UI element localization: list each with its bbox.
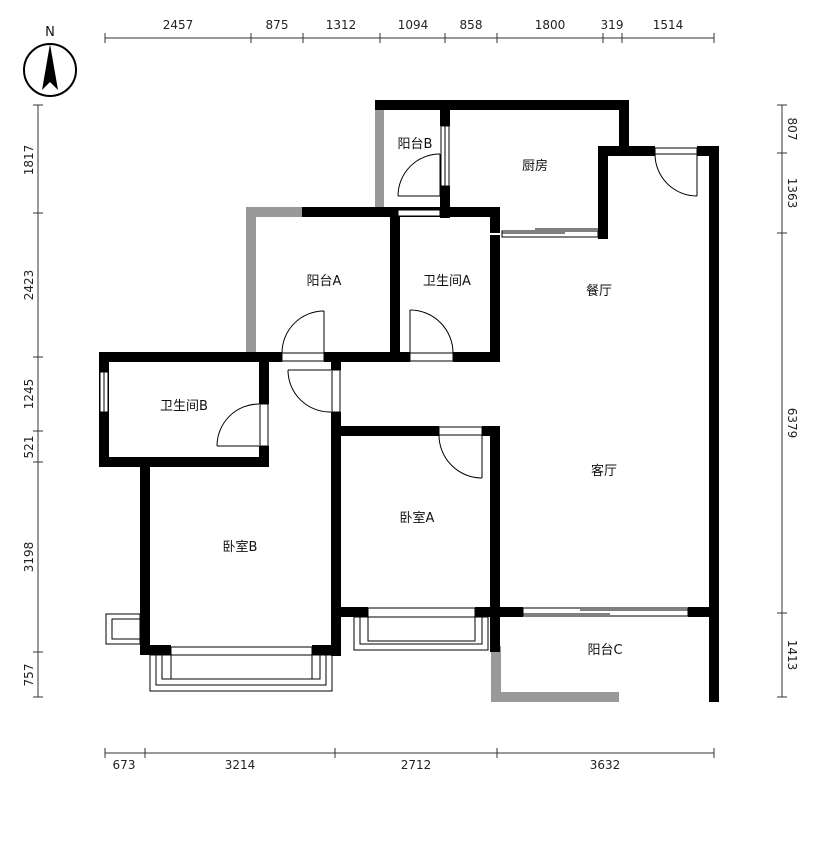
dim-top-8: 1514	[653, 18, 684, 32]
wall	[331, 607, 368, 617]
room-label-balcony-a: 阳台A	[307, 274, 342, 289]
left-dimension-labels: 1817 2423 1245 521 3198 757	[22, 145, 36, 687]
wall	[331, 412, 341, 656]
wall	[99, 352, 269, 362]
bay-window-bedroom-b-side	[105, 613, 141, 645]
wall	[259, 352, 269, 404]
door-kitchen-entry	[654, 147, 698, 197]
door-corridor	[287, 369, 341, 413]
dim-left-2: 2423	[22, 270, 36, 301]
balcony-a-railing-top	[246, 207, 304, 217]
dim-top-6: 1800	[535, 18, 566, 32]
dim-top-7: 319	[601, 18, 624, 32]
dim-bottom-3: 2712	[401, 758, 432, 772]
wall	[598, 146, 655, 156]
dim-top-3: 1312	[326, 18, 357, 32]
right-dimension-line	[777, 104, 787, 698]
dim-left-1: 1817	[22, 145, 36, 176]
wall	[331, 426, 439, 436]
room-label-bathroom-b: 卫生间B	[160, 399, 208, 414]
dim-left-3: 1245	[22, 379, 36, 410]
dim-right-3: 6379	[785, 408, 799, 439]
wall	[598, 146, 608, 239]
wall	[709, 146, 719, 702]
door-bedroom-a	[438, 426, 483, 479]
room-label-bedroom-a: 卧室A	[400, 510, 435, 526]
dim-bottom-2: 3214	[225, 758, 256, 772]
wall	[475, 607, 523, 617]
room-label-balcony-c: 阳台C	[587, 643, 622, 658]
door-bathroom-a	[409, 309, 454, 362]
dim-top-1: 2457	[163, 18, 194, 32]
wall	[688, 607, 719, 617]
compass-north-label: N	[45, 25, 55, 40]
wall	[697, 146, 719, 156]
dim-top-2: 875	[266, 18, 289, 32]
sliding-door-balcony-c	[522, 607, 689, 617]
doors	[216, 147, 698, 479]
dim-right-1: 807	[785, 118, 799, 141]
wall	[324, 352, 410, 362]
room-label-bedroom-b: 卧室B	[223, 539, 258, 555]
door-balcony-a	[281, 310, 325, 362]
room-labels: 阳台B 厨房 阳台A 卫生间A 餐厅 卫生间B 客厅 卧室A 卧室B 阳台C	[160, 137, 623, 658]
dim-bottom-1: 673	[113, 758, 136, 772]
bay-window-bedroom-b	[149, 646, 333, 692]
balcony-a-railing-side	[246, 207, 256, 357]
dim-top-4: 1094	[398, 18, 429, 32]
compass: N	[23, 25, 77, 97]
balcony-c-railing-bottom	[491, 692, 619, 702]
north-arrow-icon	[42, 44, 58, 90]
balcony-b-railing	[375, 100, 384, 212]
partial-walls	[246, 100, 619, 702]
wall	[331, 362, 341, 370]
wall	[453, 352, 500, 362]
right-dimension-labels: 807 1363 6379 1413	[785, 118, 799, 671]
wall	[375, 100, 629, 110]
door-bathroom-b	[216, 403, 269, 447]
dim-bottom-4: 3632	[590, 758, 621, 772]
bay-window-bedroom-a	[353, 607, 489, 651]
wall	[312, 645, 341, 655]
wall	[619, 100, 629, 156]
top-dimension-line	[104, 33, 715, 43]
dim-right-2: 1363	[785, 178, 799, 209]
wall	[140, 645, 171, 655]
dim-top-5: 858	[460, 18, 483, 32]
wall	[490, 235, 500, 361]
left-dimension-line	[33, 104, 43, 698]
dim-left-5: 3198	[22, 542, 36, 573]
bottom-dimension-labels: 673 3214 2712 3632	[113, 758, 621, 772]
room-label-dining: 餐厅	[586, 283, 612, 299]
bottom-dimension-line	[104, 748, 715, 758]
wall	[259, 446, 269, 467]
door-balcony-b	[397, 153, 441, 217]
walls	[99, 100, 719, 702]
room-label-kitchen: 厨房	[522, 158, 548, 174]
windows	[99, 125, 689, 692]
wall	[99, 457, 269, 467]
wall	[440, 186, 450, 218]
wall	[440, 100, 450, 126]
wall	[140, 462, 150, 655]
dim-right-4: 1413	[785, 640, 799, 671]
window-bathroom-b	[99, 371, 109, 413]
window-balcony-b	[440, 125, 450, 187]
room-label-bathroom-a: 卫生间A	[423, 274, 471, 289]
room-label-living: 客厅	[591, 463, 617, 479]
wall	[490, 426, 500, 652]
wall	[390, 207, 400, 361]
balcony-c-railing-side	[491, 646, 501, 702]
dim-left-6: 757	[22, 664, 36, 687]
wall	[490, 207, 500, 233]
sliding-door-kitchen	[501, 228, 599, 238]
room-label-balcony-b: 阳台B	[398, 137, 433, 152]
dim-left-4: 521	[22, 436, 36, 459]
top-dimension-labels: 2457 875 1312 1094 858 1800 319 1514	[163, 18, 684, 32]
